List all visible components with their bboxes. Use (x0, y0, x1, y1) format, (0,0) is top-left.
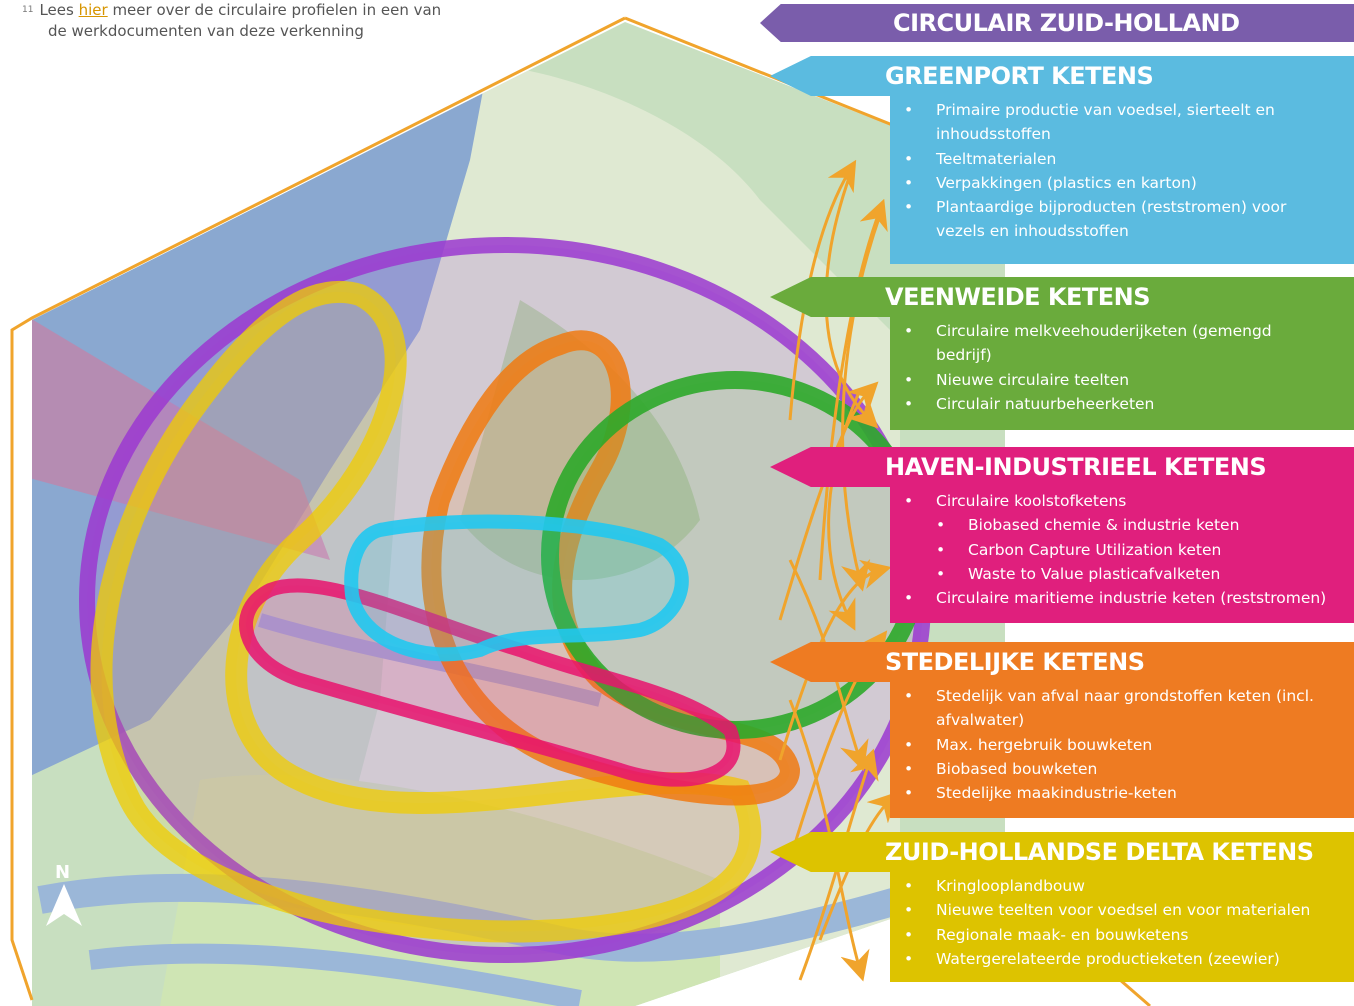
list-item: Max. hergebruik bouwketen (890, 733, 1350, 758)
list-item: Verpakkingen (plastics en karton) (890, 171, 1350, 196)
list-item: Watergerelateerde productieketen (zeewie… (890, 947, 1350, 972)
footnote-line-2: de werkdocumenten van deze verkenning (48, 22, 364, 40)
panel-header-delta: ZUID-HOLLANDSE DELTA KETENS (770, 832, 1354, 872)
list-item: Circulaire melkveehouderijketen (gemengd… (890, 319, 1350, 368)
list-item: Stedelijke maakindustrie-keten (890, 781, 1350, 806)
panel-body-greenport: Primaire productie van voedsel, sierteel… (890, 96, 1354, 264)
list-item-text: Max. hergebruik bouwketen (936, 735, 1153, 754)
panel-body-delta: KringlooplandbouwNieuwe teelten voor voe… (890, 872, 1354, 982)
list-item: Circulair natuurbeheerketen (890, 392, 1350, 417)
panel-list-greenport: Primaire productie van voedsel, sierteel… (890, 98, 1350, 244)
panel-title-haven: HAVEN-INDUSTRIEEL KETENS (885, 453, 1267, 481)
list-item: Kringlooplandbouw (890, 874, 1350, 899)
panel-title-greenport: GREENPORT KETENS (885, 62, 1154, 90)
panel-header-greenport: GREENPORT KETENS (770, 56, 1354, 96)
north-arrow-icon (46, 884, 82, 926)
list-item-text: Biobased bouwketen (936, 759, 1098, 778)
footnote-link[interactable]: hier (78, 1, 108, 19)
panel-header-veenweide: VEENWEIDE KETENS (770, 277, 1354, 317)
list-item: Primaire productie van voedsel, sierteel… (890, 98, 1350, 147)
list-item-text: Circulaire maritieme industrie keten (re… (936, 589, 1327, 608)
panel-list-haven: Circulaire koolstofketensBiobased chemie… (890, 489, 1350, 611)
list-item-continuation: bedrijf) (936, 346, 992, 365)
list-item: Biobased chemie & industrie keten (890, 513, 1350, 538)
list-item-continuation: inhoudsstoffen (936, 125, 1051, 144)
list-item-text: Circulair natuurbeheerketen (936, 394, 1155, 413)
list-item-text: Nieuwe teelten voor voedsel en voor mate… (936, 901, 1311, 920)
panel-list-veenweide: Circulaire melkveehouderijketen (gemengd… (890, 319, 1350, 416)
list-item-text: Plantaardige bijproducten (reststromen) … (936, 198, 1287, 217)
title-banner: CIRCULAIR ZUID-HOLLAND (760, 4, 1354, 42)
panel-body-haven: Circulaire koolstofketensBiobased chemie… (890, 487, 1354, 623)
list-item-text: Circulaire melkveehouderijketen (gemengd (936, 322, 1272, 340)
list-item: Circulaire maritieme industrie keten (re… (890, 586, 1350, 611)
list-item-text: Biobased chemie & industrie keten (968, 516, 1240, 535)
list-item: Plantaardige bijproducten (reststromen) … (890, 195, 1350, 244)
list-item: Regionale maak- en bouwketens (890, 923, 1350, 948)
footnote: 11 Lees hier meer over de circulaire prof… (22, 0, 542, 42)
list-item-continuation: vezels en inhoudsstoffen (936, 222, 1129, 241)
title-text: CIRCULAIR ZUID-HOLLAND (893, 9, 1240, 37)
panel-header-haven: HAVEN-INDUSTRIEEL KETENS (770, 447, 1354, 487)
list-item-text: Nieuwe circulaire teelten (936, 370, 1130, 389)
list-item-text: Stedelijke maakindustrie-keten (936, 784, 1177, 803)
north-label: N (55, 862, 71, 883)
list-item: Nieuwe teelten voor voedsel en voor mate… (890, 898, 1350, 923)
footnote-text-after: meer over de circulaire profielen in een… (107, 1, 442, 19)
hexagon-frame (10, 16, 626, 1001)
list-item-text: Regionale maak- en bouwketens (936, 925, 1189, 944)
list-item-text: Primaire productie van voedsel, sierteel… (936, 101, 1275, 119)
list-item: Stedelijk van afval naar grondstoffen ke… (890, 684, 1350, 733)
panel-title-stedelijk: STEDELIJKE KETENS (885, 648, 1145, 676)
list-item: Teeltmaterialen (890, 147, 1350, 172)
list-item: Waste to Value plasticafvalketen (890, 562, 1350, 587)
panel-list-stedelijk: Stedelijk van afval naar grondstoffen ke… (890, 684, 1350, 806)
list-item-text: Waste to Value plasticafvalketen (968, 564, 1221, 583)
panel-list-delta: KringlooplandbouwNieuwe teelten voor voe… (890, 874, 1350, 971)
list-item-continuation: afvalwater) (936, 711, 1025, 730)
list-item-text: Watergerelateerde productieketen (zeewie… (936, 949, 1280, 968)
list-item-text: Circulaire koolstofketens (936, 492, 1127, 510)
footnote-text-before: Lees (39, 1, 79, 19)
list-item-text: Carbon Capture Utilization keten (968, 540, 1222, 559)
list-item-text: Teeltmaterialen (936, 149, 1057, 168)
panel-body-stedelijk: Stedelijk van afval naar grondstoffen ke… (890, 682, 1354, 818)
panel-title-veenweide: VEENWEIDE KETENS (885, 283, 1151, 311)
list-item: Nieuwe circulaire teelten (890, 368, 1350, 393)
list-item-text: Kringlooplandbouw (936, 877, 1085, 895)
panel-header-stedelijk: STEDELIJKE KETENS (770, 642, 1354, 682)
list-item-text: Stedelijk van afval naar grondstoffen ke… (936, 687, 1314, 705)
panel-title-delta: ZUID-HOLLANDSE DELTA KETENS (885, 838, 1314, 866)
panel-body-veenweide: Circulaire melkveehouderijketen (gemengd… (890, 317, 1354, 430)
list-item: Carbon Capture Utilization keten (890, 538, 1350, 563)
footnote-number: 11 (22, 5, 34, 15)
list-item: Circulaire koolstofketens (890, 489, 1350, 514)
list-item-text: Verpakkingen (plastics en karton) (936, 173, 1197, 192)
list-item: Biobased bouwketen (890, 757, 1350, 782)
